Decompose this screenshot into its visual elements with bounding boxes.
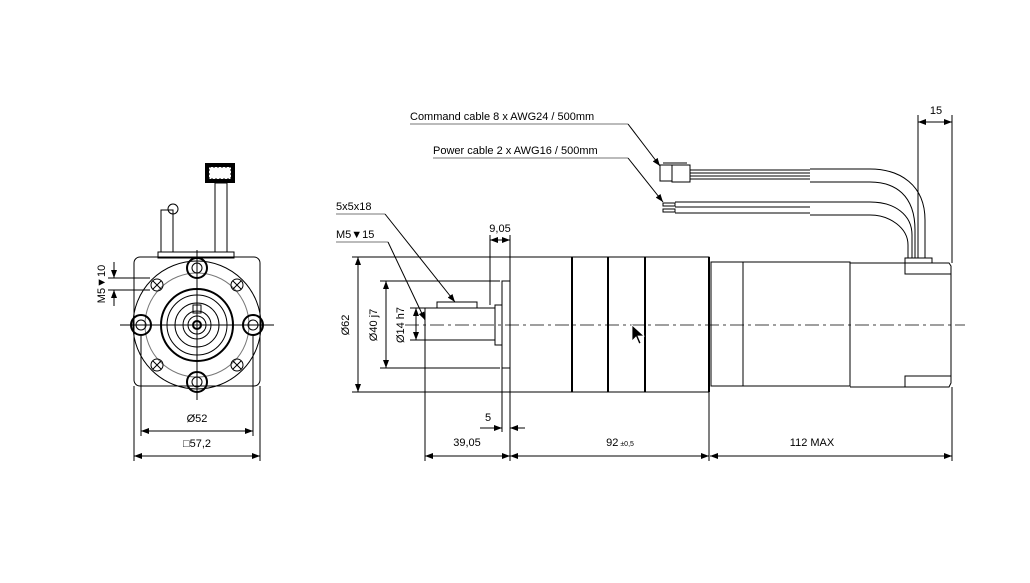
motor-body xyxy=(710,261,851,387)
power-cable-label: Power cable 2 x AWG16 / 500mm xyxy=(433,145,598,157)
gearbox xyxy=(509,256,710,393)
power-cable-front xyxy=(160,209,174,253)
command-cable-front xyxy=(214,182,228,253)
threaded-holes xyxy=(150,278,244,372)
dim-dia40: Ø40 j7 xyxy=(368,309,380,341)
dim-112: 112 MAX xyxy=(790,437,835,449)
dim-5: 5 xyxy=(485,412,491,424)
thread-shaft-label: M5▼15 xyxy=(336,229,374,241)
dim-pcd: Ø52 xyxy=(187,413,208,425)
key-label: 5x5x18 xyxy=(336,201,371,213)
dim-15: 15 xyxy=(930,105,942,117)
power-cable-end xyxy=(167,203,179,215)
front-view: M5▼10 Ø52 □57,2 xyxy=(96,163,274,461)
dim-dia14: Ø14 h7 xyxy=(395,307,407,343)
command-cable xyxy=(659,162,926,258)
dim-square: □57,2 xyxy=(183,438,211,450)
dim-39-05: 39,05 xyxy=(453,437,481,449)
key xyxy=(436,301,478,309)
side-view: Command cable 8 x AWG24 / 500mm Power ca… xyxy=(336,105,965,461)
power-cable xyxy=(662,201,913,258)
dim-dia62: Ø62 xyxy=(340,315,352,336)
thread-flange-label: M5▼10 xyxy=(96,265,108,303)
command-cable-label: Command cable 8 x AWG24 / 500mm xyxy=(410,111,594,123)
mouse-cursor-icon xyxy=(631,324,646,345)
dim-92: 92±0,5 xyxy=(606,437,634,449)
shaft xyxy=(424,307,496,341)
dim-9-05: 9,05 xyxy=(489,223,510,235)
